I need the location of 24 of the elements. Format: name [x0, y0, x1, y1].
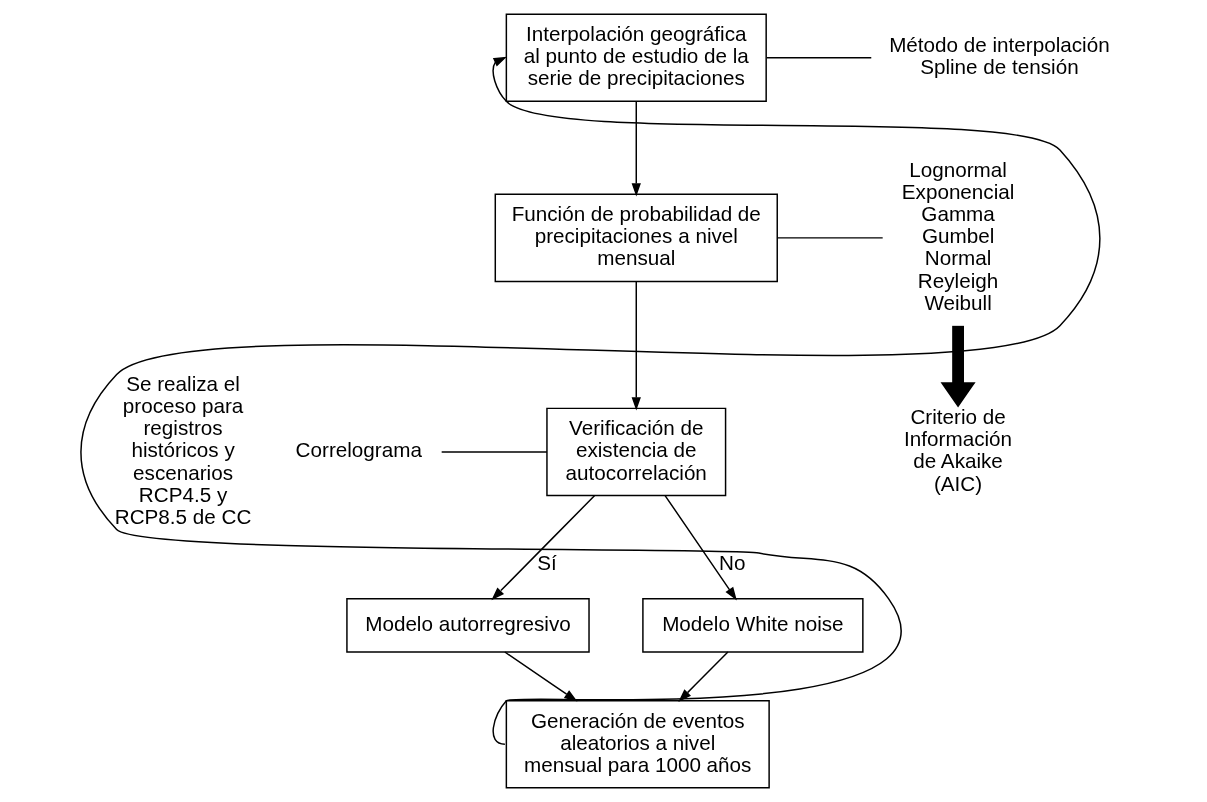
node-box: Modelo autorregresivo — [345, 598, 590, 653]
node-box: Modelo White noise — [641, 598, 864, 653]
node-text: Criterio de Información de Akaike (AIC) — [903, 405, 1012, 495]
node-box: Generación de eventos aleatorios a nivel mensual para 1000 años — [505, 699, 770, 789]
connector — [765, 57, 872, 59]
connector — [440, 451, 548, 453]
arrow — [631, 100, 641, 197]
node-text: Lognormal Exponencial Gamma Gumbel Normal Reyleigh Weibull — [901, 157, 1014, 314]
arrow — [677, 651, 729, 702]
node-box: Interpolación geográfica al punto de estudio de la serie de precipitaciones — [505, 13, 767, 103]
arrow — [79, 56, 1101, 745]
arrow — [490, 494, 595, 601]
node-box: Función de probabilidad de precipitaciones a nivel mensual — [494, 193, 778, 283]
arrow — [663, 494, 737, 601]
edge-label: No — [718, 550, 745, 574]
edge-label: Se realiza el proceso para registros históricos y escenarios RCP4.5 y RCP8.5 de CC — [114, 371, 251, 528]
node-text: Correlograma — [295, 438, 422, 462]
node-box: Verificación de existencia de autocorrelación — [545, 407, 726, 497]
arrow — [631, 280, 641, 411]
connector — [776, 237, 883, 239]
arrow — [940, 325, 976, 408]
arrow — [503, 651, 577, 702]
node-text: Método de interpolación Spline de tensión — [888, 33, 1110, 79]
edge-label: Sí — [536, 550, 557, 574]
